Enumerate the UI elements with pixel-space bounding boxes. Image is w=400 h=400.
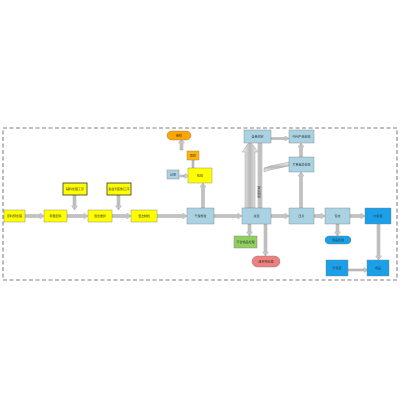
node-box-n6	[241, 207, 272, 225]
node-box-n11	[366, 259, 390, 277]
node-box-r1	[251, 255, 281, 268]
side-label: 质量控制	[256, 186, 261, 198]
node-label-n3: 混合搅拌	[94, 213, 106, 218]
node-t1: 中间产品检验	[288, 129, 315, 144]
arrow-s1-y1	[177, 173, 190, 179]
node-box-y1	[187, 167, 213, 184]
node-label-n5: 干燥整粒	[194, 213, 206, 218]
node-label-a1: 辅料处理工序	[66, 186, 84, 191]
node-a1: 辅料处理工序	[62, 182, 88, 196]
node-g1: 不合格品处理	[233, 235, 258, 249]
node-label-r1: 废弃物处理	[258, 259, 273, 264]
node-n1: 原料预处理	[3, 209, 26, 223]
node-label-n8: 包衣	[334, 213, 340, 218]
node-label-t1: 中间产品检验	[292, 134, 310, 139]
node-label-b1: 成品检验	[332, 237, 344, 242]
arrow-n7-n8	[313, 212, 326, 220]
node-a2: 粘合剂配制工序	[106, 182, 132, 196]
arrow-t2-t1	[297, 142, 305, 158]
node-label-a2: 粘合剂配制工序	[108, 186, 129, 191]
diagram-boundary	[2, 127, 398, 281]
arrow-n8-n9	[349, 212, 366, 220]
node-label-n7: 压片	[298, 213, 304, 218]
node-o1: 留样	[166, 130, 192, 141]
node-box-b1	[324, 235, 352, 245]
node-box-a1	[62, 182, 88, 196]
node-label-n1: 原料预处理	[7, 213, 22, 218]
node-box-n7	[288, 207, 315, 225]
node-label-y2: 取样	[190, 153, 196, 158]
main-flow-arrows	[24, 212, 366, 220]
node-label-n2: 称量配料	[49, 213, 61, 218]
arrow-n5-y1	[199, 182, 207, 209]
node-box-g1	[233, 235, 258, 249]
node-label-t2: 片重差异检查	[292, 162, 310, 167]
node-y2: 取样	[186, 150, 200, 161]
node-box-n1	[3, 209, 26, 223]
node-label-n4: 湿法制粒	[138, 213, 150, 218]
node-label-n11: 成品	[375, 265, 381, 270]
node-t3: 含量测定	[243, 129, 272, 144]
arrow-a2-n4	[115, 194, 122, 211]
arrow-n9-n11	[375, 223, 382, 261]
node-n2: 称量配料	[43, 209, 68, 223]
node-label-n10: 外包装	[332, 265, 341, 270]
arrow-n4-n5	[156, 212, 188, 220]
node-box-n4	[130, 209, 158, 223]
arrow-n6-g1	[246, 223, 253, 237]
arrow-n6-n7	[270, 212, 290, 220]
node-box-n10	[325, 259, 349, 277]
aux-feed-arrows	[71, 138, 382, 261]
node-box-o1	[166, 130, 192, 141]
node-label-o1: 留样	[176, 133, 182, 138]
node-b1: 成品检验	[324, 235, 352, 245]
node-label-n9: 内包装	[373, 213, 382, 218]
node-box-n5	[186, 207, 215, 225]
node-label-y1: 检验	[197, 173, 203, 178]
node-box-n2	[43, 209, 68, 223]
node-r1: 废弃物处理	[251, 255, 281, 268]
node-box-n8	[324, 207, 351, 225]
node-n7: 压片	[288, 207, 315, 225]
node-box-y2	[186, 150, 200, 161]
node-box-s1	[166, 169, 180, 180]
node-n11: 成品	[366, 259, 390, 277]
arrow-n1-n2	[24, 212, 45, 220]
arrow-n7-t2	[297, 171, 305, 209]
node-label-s1: 记录	[170, 172, 176, 177]
node-t2: 片重差异检查	[288, 156, 315, 173]
arrow-n6-r1	[262, 223, 269, 257]
node-n4: 湿法制粒	[130, 209, 158, 223]
node-box-n3	[87, 209, 113, 223]
arrow-n5-n6	[213, 212, 243, 220]
node-y1: 检验	[187, 167, 213, 184]
arrow-n9-n10	[347, 267, 369, 273]
arrow-n3-n4	[111, 212, 132, 220]
node-n8: 包衣	[324, 207, 351, 225]
node-label-t3: 含量测定	[251, 134, 263, 139]
node-box-t1	[288, 129, 315, 144]
node-s1: 记录	[166, 169, 180, 180]
node-label-g1: 不合格品处理	[236, 239, 254, 244]
node-n3: 混合搅拌	[87, 209, 113, 223]
node-label-n6: 总混	[253, 213, 259, 218]
node-n9: 内包装	[364, 207, 392, 225]
arrow-n8-b1	[334, 223, 341, 237]
node-box-t3	[243, 129, 272, 144]
node-box-t2	[288, 156, 315, 173]
node-n5: 干燥整粒	[186, 207, 215, 225]
arrow-y2-o1	[178, 138, 185, 151]
node-box-a2	[106, 182, 132, 196]
node-box-n9	[364, 207, 392, 225]
node-n10: 外包装	[325, 259, 349, 277]
arrow-a1-n3	[71, 194, 78, 211]
arrow-t2-n6	[263, 161, 290, 173]
arrow-t3-t1	[270, 135, 290, 142]
node-n6: 总混	[241, 207, 272, 225]
arrow-n6-up	[241, 140, 259, 209]
arrow-n2-n3	[66, 212, 89, 220]
